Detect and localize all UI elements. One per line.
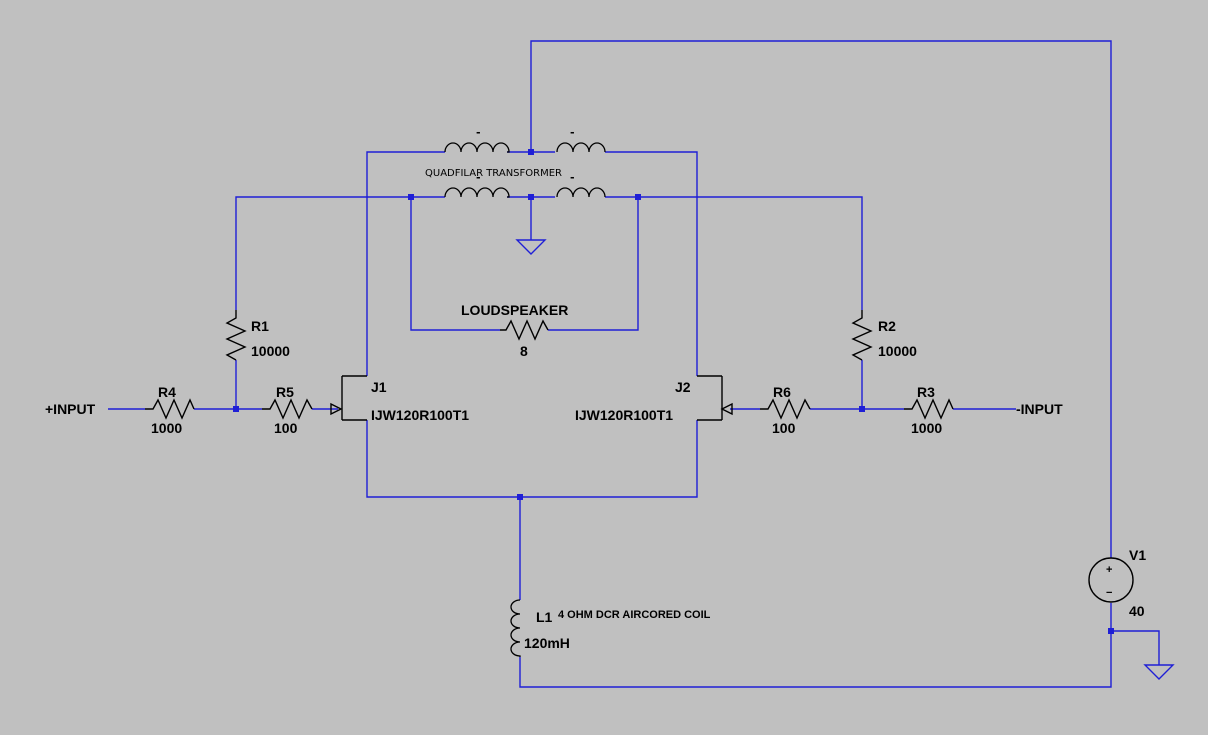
- l1-value: 120mH: [524, 635, 570, 651]
- wire-j1-drain[interactable]: [366, 151, 445, 376]
- r4-value: 1000: [151, 420, 182, 436]
- jfet-j2[interactable]: J2 IJW120R100T1: [575, 375, 733, 423]
- j1-name: J1: [371, 379, 387, 395]
- junction: [528, 194, 534, 200]
- wire-r1-top[interactable]: [235, 196, 445, 310]
- r5-value: 100: [274, 420, 298, 436]
- r2-value: 10000: [878, 343, 917, 359]
- wire-supply-top[interactable]: [530, 40, 1112, 558]
- transformer-coil-top-right: [556, 142, 606, 153]
- r6-name: R6: [773, 384, 791, 400]
- r4-name: R4: [158, 384, 176, 400]
- r2-name: R2: [878, 318, 896, 334]
- junction: [1108, 628, 1114, 634]
- ground-symbol-center[interactable]: [515, 239, 547, 255]
- junctions: [233, 149, 1114, 634]
- polarity-mark: -: [570, 171, 575, 184]
- r1-name: R1: [251, 318, 269, 334]
- loudspeaker-value: 8: [520, 343, 528, 359]
- junction: [635, 194, 641, 200]
- voltage-source-v1[interactable]: + − V1 40: [1088, 547, 1146, 619]
- wire-j1-source[interactable]: [366, 420, 698, 498]
- v1-value: 40: [1129, 603, 1145, 619]
- v1-name: V1: [1129, 547, 1146, 563]
- v1-plus-sign: +: [1106, 564, 1112, 576]
- polarity-mark: -: [476, 126, 481, 139]
- net-label-negative-input[interactable]: -INPUT: [1016, 401, 1063, 417]
- jfet-j1[interactable]: J1 IJW120R100T1: [330, 375, 469, 423]
- wire-return[interactable]: [519, 603, 1112, 688]
- loudspeaker-load[interactable]: LOUDSPEAKER 8: [461, 302, 568, 359]
- l1-name: L1: [536, 609, 553, 625]
- r6-value: 100: [772, 420, 796, 436]
- r5-name: R5: [276, 384, 294, 400]
- resistor-r4[interactable]: R4 1000: [145, 384, 195, 436]
- wire-j2-drain[interactable]: [605, 151, 698, 376]
- net-label-positive-input[interactable]: +INPUT: [45, 401, 96, 417]
- l1-note: 4 OHM DCR AIRCORED COIL: [558, 609, 711, 621]
- resistor-r6[interactable]: R6 100: [760, 384, 811, 436]
- j2-name: J2: [675, 379, 691, 395]
- j1-model: IJW120R100T1: [371, 407, 469, 423]
- wire-speaker-left[interactable]: [410, 197, 500, 331]
- ground-icon: [1143, 664, 1175, 680]
- junction: [528, 149, 534, 155]
- loudspeaker-name: LOUDSPEAKER: [461, 302, 568, 318]
- gate-arrow-icon: [330, 402, 343, 416]
- junction: [233, 406, 239, 412]
- transformer-coil-bottom-left: [444, 187, 510, 198]
- junction: [517, 494, 523, 500]
- polarity-mark: -: [476, 171, 481, 184]
- resistor-r2[interactable]: R2 10000: [851, 310, 917, 361]
- wire-r2-top[interactable]: [605, 196, 863, 310]
- wires: [108, 40, 1160, 688]
- ground-icon: [515, 239, 547, 255]
- transformer-coil-bottom-right: [556, 187, 606, 198]
- r3-name: R3: [917, 384, 935, 400]
- resistor-r3[interactable]: R3 1000: [904, 384, 954, 436]
- quadfilar-transformer[interactable]: - - - - QUADFILAR TRANSFORMER: [425, 126, 606, 198]
- junction: [408, 194, 414, 200]
- inductor-l1[interactable]: L1 4 OHM DCR AIRCORED COIL 120mH: [510, 599, 711, 657]
- resistor-r1[interactable]: R1 10000: [225, 310, 290, 361]
- gate-arrow-icon: [720, 402, 733, 416]
- r3-value: 1000: [911, 420, 942, 436]
- resistor-r5[interactable]: R5 100: [262, 384, 313, 436]
- j2-model: IJW120R100T1: [575, 407, 673, 423]
- r1-value: 10000: [251, 343, 290, 359]
- polarity-mark: -: [570, 126, 575, 139]
- v1-minus-sign: −: [1106, 587, 1112, 599]
- transformer-label: QUADFILAR TRANSFORMER: [425, 168, 562, 179]
- transformer-coil-top-left: [444, 142, 510, 153]
- junction: [859, 406, 865, 412]
- wire-speaker-right[interactable]: [548, 197, 639, 331]
- ground-symbol-v1[interactable]: [1143, 664, 1175, 680]
- wire-v1-gnd[interactable]: [1111, 630, 1160, 665]
